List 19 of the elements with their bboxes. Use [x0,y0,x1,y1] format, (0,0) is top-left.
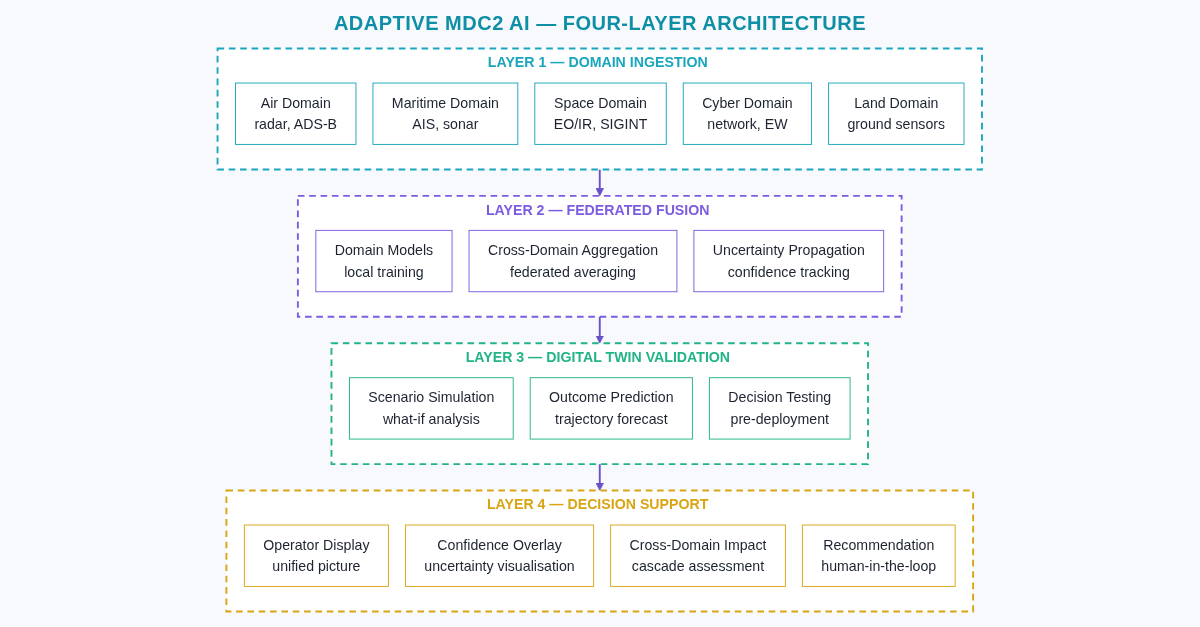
node-box: Air Domain radar, ADS-B [235,82,357,145]
node-box: Operator Display unified picture [244,524,390,587]
node-box: Recommendation human-in-the-loop [802,524,956,587]
node-box: Cross-Domain Impact cascade assessment [610,524,787,587]
node-box: Land Domain ground sensors [828,82,965,145]
node-box: Domain Models local training [315,229,453,293]
arrow [595,168,605,197]
node-box: Cross-Domain Aggregation federated averaging [468,229,678,293]
node-box: Uncertainty Propagation confidence tracking [693,229,885,293]
node-box: Confidence Overlay uncertainty visualisation [405,524,595,587]
arrow [595,315,605,344]
node-box: Decision Testing pre-deployment [709,377,851,440]
node-box: Cyber Domain network, EW [683,82,813,145]
node-box: Space Domain EO/IR, SIGINT [534,82,667,145]
node-box: Maritime Domain AIS, sonar [372,82,519,145]
diagram-title: ADAPTIVE MDC2 AI — FOUR-LAYER ARCHITECTURE [333,12,867,35]
node-box: Outcome Prediction trajectory forecast [529,377,694,440]
arrow [595,463,605,491]
node-box: Scenario Simulation what-if analysis [349,377,514,440]
